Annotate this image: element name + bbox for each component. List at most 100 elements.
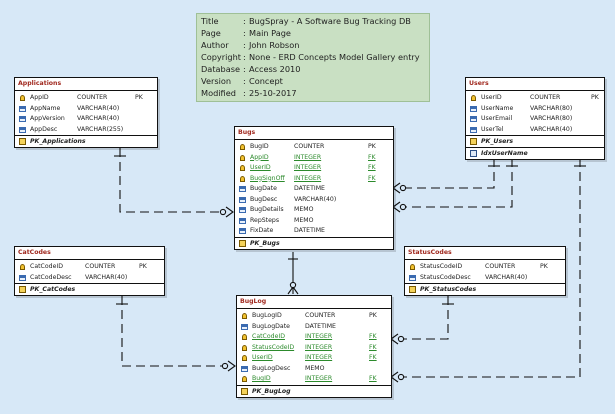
primary-key-row[interactable]: PK_BugLog xyxy=(237,384,391,397)
key-name: PK_Bugs xyxy=(250,239,280,247)
column-type: MEMO xyxy=(305,364,325,372)
key-icon xyxy=(242,376,247,382)
info-row-author: Author:John Robson xyxy=(201,40,300,50)
index-row[interactable]: IdxUserName xyxy=(466,147,604,159)
column-flag: FK xyxy=(369,343,377,351)
column-name: BugSignOff xyxy=(250,174,285,182)
column-icon xyxy=(470,116,477,122)
rel-users-bugs-userid xyxy=(400,158,495,189)
column-name: CatCodeID xyxy=(30,263,63,270)
column-name: StatusCodeID xyxy=(420,263,463,270)
entity-title: CatCodes xyxy=(15,247,164,260)
key-icon xyxy=(240,165,245,171)
key-name: PK_Applications xyxy=(30,138,86,145)
column-flag: PK xyxy=(368,143,376,150)
column-name: CatCodeID xyxy=(252,333,285,340)
info-row-database: Database:Access 2010 xyxy=(201,64,301,74)
primary-key-row[interactable]: PK_Bugs xyxy=(235,236,393,249)
column-type: COUNTER xyxy=(77,94,108,101)
key-icon xyxy=(410,264,415,270)
column-name: CatCodeDesc xyxy=(30,273,72,281)
column-icon xyxy=(470,105,477,112)
column-name: UserID xyxy=(252,354,273,361)
primary-key-row[interactable]: PK_CatCodes xyxy=(15,283,164,295)
column-name: AppID xyxy=(250,153,269,161)
column-flag: FK xyxy=(369,354,377,361)
primary-key-row[interactable]: PK_StatusCodes xyxy=(405,283,565,295)
column-flag: FK xyxy=(368,164,376,171)
column-name: UserID xyxy=(250,164,271,171)
column-type: INTEGER xyxy=(294,174,322,182)
column-name: AppDesc xyxy=(30,125,58,133)
column-icon xyxy=(470,126,477,133)
column-type: VARCHAR(40) xyxy=(530,125,573,133)
column-flag: PK xyxy=(540,263,548,270)
column-row[interactable]: BugLogDesc MEMO xyxy=(237,364,391,375)
column-type: VARCHAR(255) xyxy=(77,125,124,133)
column-name: BugLogDesc xyxy=(252,364,291,372)
column-flag: FK xyxy=(369,333,377,340)
column-type: VARCHAR(80) xyxy=(530,115,573,122)
column-icon xyxy=(241,365,248,372)
column-row[interactable]: AppDesc VARCHAR(255) xyxy=(15,125,157,136)
key-icon xyxy=(242,334,247,340)
column-name: BugID xyxy=(252,375,271,382)
column-name: BugID xyxy=(250,143,269,150)
column-row[interactable]: UserID INTEGER FK xyxy=(235,163,393,174)
column-type: DATETIME xyxy=(294,227,325,234)
column-icon xyxy=(19,116,26,122)
entity-title: BugLog xyxy=(237,296,391,309)
primary-key-row[interactable]: PK_Applications xyxy=(15,135,157,147)
column-icon xyxy=(409,274,416,281)
entity-title: Bugs xyxy=(235,127,393,140)
column-icon xyxy=(241,323,248,330)
key-icon xyxy=(20,264,25,270)
column-type: DATETIME xyxy=(305,322,336,330)
column-type: COUNTER xyxy=(530,94,561,101)
info-row-page: Page:Main Page xyxy=(201,28,291,38)
column-type: COUNTER xyxy=(85,263,116,270)
entity-title: StatusCodes xyxy=(405,247,565,260)
primary-key-icon xyxy=(470,138,477,145)
rel-applications-bugs xyxy=(119,148,226,213)
column-name: AppName xyxy=(30,104,61,112)
key-icon xyxy=(242,355,247,361)
column-flag: PK xyxy=(135,94,143,101)
column-type: INTEGER xyxy=(294,164,322,171)
primary-key-row[interactable]: PK_Users xyxy=(466,135,604,147)
column-type: DATETIME xyxy=(294,185,325,192)
